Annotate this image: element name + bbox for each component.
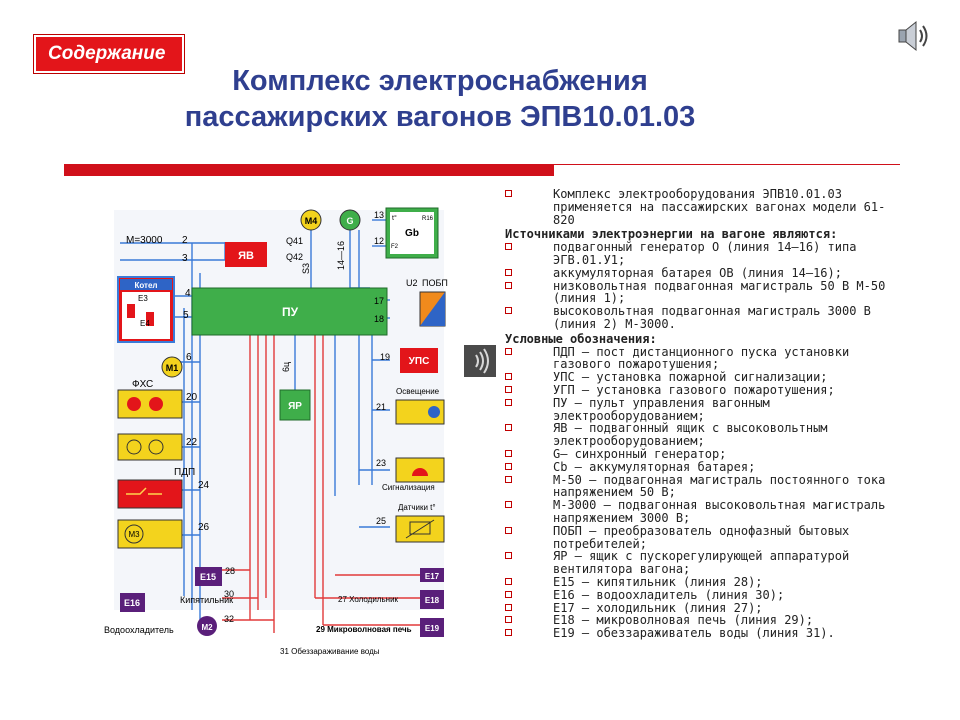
- wire-label: 21: [376, 402, 386, 412]
- obezzarazhivanie-label: 31 Обеззараживание воды: [280, 647, 380, 656]
- content-list: Комплекс электрооборудования ЭПВ10.01.03…: [505, 188, 895, 640]
- wire-label: 4: [185, 288, 191, 299]
- pu-label: ПУ: [282, 305, 299, 319]
- m3-label: М3: [128, 530, 140, 539]
- list-item: ЯР — ящик с пускорегулирующей аппаратуро…: [505, 550, 895, 576]
- datchiki-label: Датчики t°: [398, 503, 436, 512]
- q41-label: Q41: [286, 236, 303, 246]
- yar-label: ЯР: [288, 401, 302, 412]
- wire-label: 23: [376, 458, 386, 468]
- wire-label: 28: [225, 566, 235, 576]
- list-item: УГП — установка газового пожаротушения;: [505, 384, 895, 397]
- wire-label: 22: [186, 437, 198, 448]
- e3-label: Е3: [138, 294, 148, 303]
- power-supply-diagram: ПУ М=3000 2 3 ЯВ Котел Е3 Е4 4 5 М1 6 ФХ…: [104, 207, 448, 656]
- wire-label: 3: [182, 253, 188, 264]
- gb-label: Gb: [405, 228, 419, 239]
- ups-label: УПС: [409, 356, 430, 367]
- wire-label: 30: [224, 589, 234, 599]
- t-symbol: t°: [392, 214, 397, 222]
- sound-wave-icon[interactable]: [464, 345, 496, 377]
- list-item: Е16 — водоохладитель (линия 30);: [505, 588, 895, 602]
- e19-label: E19: [425, 624, 440, 633]
- wire-label: 2: [182, 235, 188, 246]
- m1-label: М1: [166, 363, 179, 373]
- s3-label: S3: [301, 263, 311, 274]
- page-title: Комплекс электроснабжения пассажирских в…: [60, 63, 820, 135]
- list-item: подвагонный генератор О (линия 14—16) ти…: [505, 241, 895, 267]
- wire-label: 20: [186, 392, 198, 403]
- wire-label: 13: [374, 210, 384, 220]
- signalizaciya-label: Сигнализация: [382, 483, 435, 492]
- list-item: высоковольтная подвагонная магистраль 30…: [505, 305, 895, 331]
- wire-label: 17: [374, 296, 384, 306]
- m2-label: М2: [201, 623, 213, 632]
- f2-label: F2: [391, 244, 399, 250]
- wire-label: 26: [198, 522, 210, 533]
- e15-label: E15: [200, 572, 216, 582]
- sources-heading: Источниками электроэнергии на вагоне явл…: [505, 227, 838, 242]
- list-item: Е18 — микроволновая печь (линия 29);: [505, 614, 895, 627]
- list-item: ЯВ — подвагонный ящик с высоковольтным э…: [505, 422, 895, 448]
- list-item: Е19 — обеззараживатель воды (линия 31).: [505, 627, 895, 640]
- list-item: G— синхронный генератор;: [505, 448, 895, 461]
- list-item: Е17 — холодильник (линия 27);: [505, 601, 895, 615]
- wire-label: 6: [186, 352, 192, 363]
- list-item: низковольтная подвагонная магистраль 50 …: [505, 279, 895, 306]
- wire-label: 24: [198, 480, 210, 491]
- speaker-icon[interactable]: [896, 18, 932, 54]
- list-item: Комплекс электрооборудования ЭПВ10.01.03…: [505, 188, 895, 226]
- kipyatilnik-label: Кипятильник: [180, 595, 233, 605]
- list-item: Cb — аккумуляторная батарея;: [505, 460, 895, 474]
- pdp-label: ПДП: [174, 467, 195, 478]
- e16-label: E16: [124, 598, 140, 608]
- osveshchenie-label: Освещение: [396, 387, 440, 396]
- e18-label: E18: [425, 596, 440, 605]
- list-item: УПС — установка пожарной сигнализации;: [505, 371, 895, 384]
- yav-label: ЯВ: [238, 250, 254, 262]
- wire-label: 19: [380, 352, 390, 362]
- title-line-2: пассажирских вагонов ЭПВ10.01.03: [184, 101, 696, 133]
- title-line-1: Комплекс электроснабжения: [232, 65, 648, 97]
- wire-label: 32: [224, 614, 234, 624]
- g-label: G: [346, 216, 353, 226]
- legend-heading: Условные обозначения:: [505, 331, 657, 346]
- e17-label: E17: [425, 572, 440, 581]
- wire-label: 12: [374, 236, 384, 246]
- title-divider: [64, 164, 900, 176]
- list-item: Е15 — кипятильник (линия 28);: [505, 576, 895, 589]
- q42-label: Q42: [286, 252, 303, 262]
- m4-label: М4: [305, 216, 318, 226]
- e4-label: Е4: [140, 319, 150, 328]
- contents-button[interactable]: Содержание: [33, 34, 185, 74]
- list-item: ПУ — пульт управления вагонным электрооб…: [505, 396, 895, 423]
- list-item: аккумуляторная батарея ОВ (линия 14—16);: [505, 266, 895, 280]
- vodookhladitel-label: Водоохладитель: [104, 625, 174, 635]
- r16-label: R16: [422, 216, 434, 222]
- m3000-label: М=3000: [126, 235, 163, 246]
- list-item: ПДП — пост дистанционного пуска установк…: [505, 345, 895, 372]
- u2-label: U2: [406, 278, 418, 288]
- kholodilnik-label: 27 Холодильник: [338, 595, 399, 604]
- wire-label: 6ц: [281, 362, 291, 372]
- mikrovolnovaya-label: 29 Микроволновая печь: [316, 625, 412, 634]
- pobp-label: ПОБП: [422, 278, 448, 288]
- wire-label: 5: [183, 310, 189, 321]
- fkhs-label: ФХС: [132, 379, 153, 390]
- wire-label: 25: [376, 516, 386, 526]
- list-item: М-3000 — подвагонная высоковольтная маги…: [505, 499, 895, 525]
- line-14-16-label: 14—16: [336, 241, 346, 270]
- wire-label: 18: [374, 314, 384, 324]
- list-item: М-50 — подвагонная магистраль постоянног…: [505, 473, 895, 500]
- list-item: ПОБП — преобразователь однофазный бытовы…: [505, 524, 895, 551]
- kotel-label: Котел: [134, 281, 157, 290]
